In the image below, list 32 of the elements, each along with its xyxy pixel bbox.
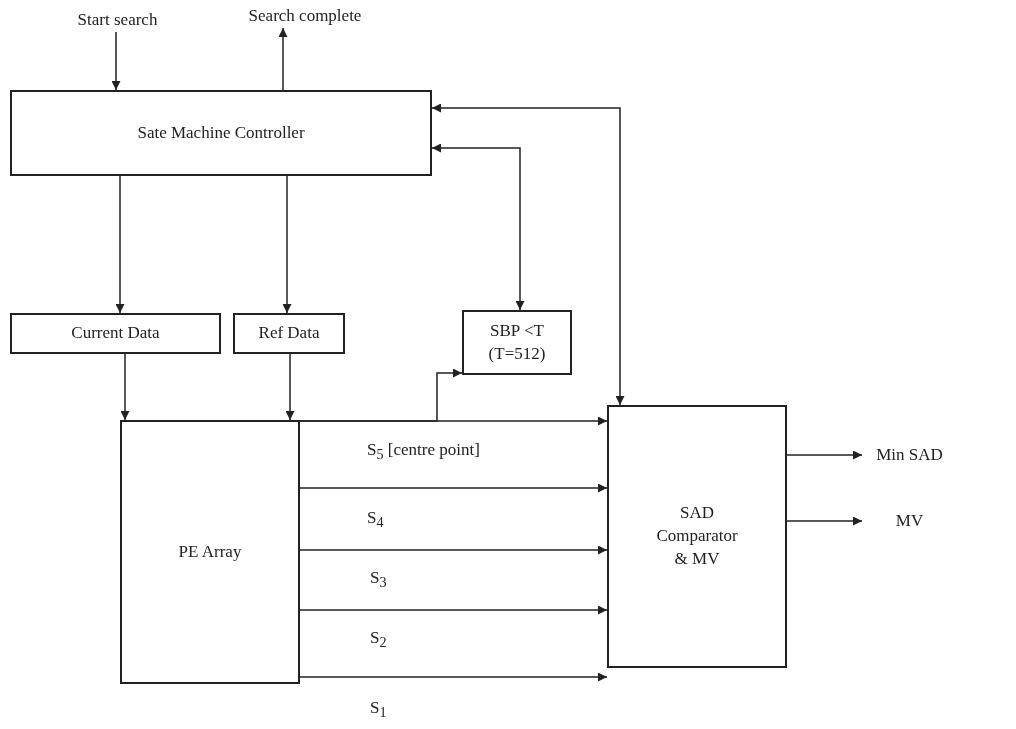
arrow xyxy=(299,672,608,682)
arrow xyxy=(299,605,608,615)
signal-label: Start search xyxy=(55,8,180,32)
arrow xyxy=(285,353,295,421)
signal-label: MV xyxy=(862,508,957,534)
arrow xyxy=(786,450,863,460)
arrow xyxy=(120,353,130,421)
arrow xyxy=(111,31,121,91)
block-label: SBP <T xyxy=(490,319,544,342)
arrow xyxy=(299,545,608,555)
arrow xyxy=(431,143,525,311)
arrow xyxy=(299,483,608,493)
block-box xyxy=(233,313,345,354)
block-box xyxy=(120,420,300,684)
block-label: PE Array xyxy=(178,540,242,563)
block-box xyxy=(462,310,572,375)
signal-label: Min SAD xyxy=(862,442,957,468)
signal-label: Search complete xyxy=(225,4,385,28)
block-box xyxy=(10,313,221,354)
arrow xyxy=(278,27,288,91)
block-label: (T=512) xyxy=(488,342,546,365)
arrow xyxy=(786,516,863,526)
arrow xyxy=(115,175,125,314)
block-box xyxy=(607,405,787,668)
block-box xyxy=(10,90,432,176)
arrow xyxy=(282,175,292,314)
arrow xyxy=(431,103,625,406)
block-label: Ref Data xyxy=(258,322,320,345)
arrow xyxy=(299,416,608,426)
block-label: Sate Machine Controller xyxy=(137,121,305,144)
block-label: Current Data xyxy=(71,322,160,345)
block-label: SAD Comparator & MV xyxy=(655,502,739,570)
